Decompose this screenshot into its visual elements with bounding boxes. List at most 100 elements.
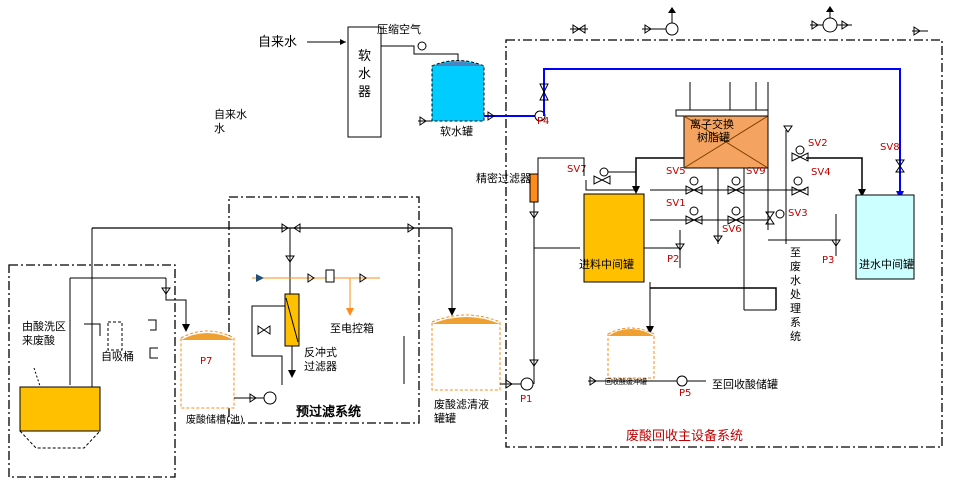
valve-icon	[713, 235, 723, 243]
tap-water-left-label-2: 水	[214, 122, 225, 135]
arrow-icon	[182, 324, 190, 332]
arrow-icon	[340, 39, 346, 45]
valve-icon	[913, 26, 921, 36]
valve-icon	[727, 185, 738, 195]
arrow-icon	[646, 326, 654, 334]
pipe	[165, 278, 187, 328]
pipe	[148, 319, 157, 331]
valve-icon	[293, 223, 301, 233]
valve-sv3	[765, 217, 775, 225]
valve-sv4	[791, 186, 802, 196]
valve-sv7-actuator	[599, 167, 609, 177]
acid-source-label-2: 来废酸	[22, 333, 55, 347]
pump-p1-icon	[520, 377, 534, 391]
valve-icon	[685, 185, 696, 195]
valve-sv8-tag: SV8	[880, 142, 900, 153]
valve-icon	[307, 273, 315, 283]
prefilter-system-title: 预过滤系统	[296, 404, 361, 420]
self-priming-tank	[107, 321, 123, 351]
valve-icon	[692, 185, 703, 195]
valve-actuator-icon	[775, 209, 785, 219]
wastewater-char-3: 水	[790, 274, 801, 287]
arrow-icon	[448, 308, 456, 316]
pump-p5-icon	[676, 375, 688, 387]
valve-sv7	[600, 175, 611, 185]
arrow-icon	[826, 6, 834, 12]
valve-sv6-tag: SV6	[722, 224, 742, 235]
valve-sv2	[798, 152, 809, 162]
wastewater-char-7: 统	[790, 330, 801, 343]
valve-icon	[359, 273, 367, 283]
valve-icon	[539, 90, 549, 101]
recovered-acid-buffer-tank	[607, 327, 655, 379]
acid-pit	[19, 386, 101, 432]
valve-sv2	[791, 152, 802, 162]
valve-icon	[419, 116, 427, 126]
buffer-tank-dome	[608, 329, 654, 336]
valve-actuator-icon	[793, 176, 803, 186]
valve-icon	[263, 325, 271, 335]
valve-icon	[831, 239, 841, 247]
backwash-filter-label-2: 过滤器	[304, 360, 337, 373]
pump-p7-tag: P7	[200, 356, 212, 367]
pipe	[84, 323, 101, 336]
pump-p1-tag: P1	[520, 394, 532, 405]
valve-actuator-icon	[689, 176, 699, 186]
pipe	[149, 347, 158, 359]
ion-exchange-label: 离子交换	[690, 117, 734, 131]
valve-icon	[257, 325, 265, 335]
valve-sv2-tag: SV2	[808, 138, 828, 149]
valve-sv3-tag: SV3	[788, 208, 808, 219]
wastewater-char-4: 处	[790, 288, 801, 301]
valve-icon	[841, 20, 849, 30]
inlet-tank-label: 进水中间罐	[859, 258, 914, 271]
valve-icon	[161, 287, 171, 295]
arrow-icon	[858, 189, 866, 197]
resin-tank-lid	[675, 109, 769, 117]
valve-actuator-icon	[689, 206, 699, 216]
pipe	[604, 171, 637, 190]
pump-p2-tag: P2	[667, 254, 679, 265]
valve-sv4-tag: SV4	[811, 167, 831, 178]
valve-icon	[727, 215, 738, 225]
waste-acid-clear-tank	[431, 314, 501, 391]
instrument-icon	[325, 269, 335, 283]
precision-filter	[529, 173, 539, 203]
soft-water-tank-label: 软水罐	[440, 124, 473, 138]
to-control-box-label: 至电控箱	[330, 321, 374, 335]
valve-icon	[685, 215, 696, 225]
soft-water-tank	[431, 60, 485, 122]
resin-cross	[683, 115, 769, 169]
valve-icon	[417, 41, 427, 51]
arrow-icon	[256, 274, 264, 282]
valve-sv3	[765, 211, 775, 219]
to-recovered-tank-label: 至回收酸储罐	[712, 377, 778, 391]
pump-p4-tag: P4	[537, 116, 549, 127]
filter-stripe	[285, 297, 299, 343]
valve-icon	[578, 24, 586, 34]
clear-tank-label-2: 罐罐	[434, 412, 456, 425]
acid-pit-bottom	[19, 430, 101, 449]
valve-icon	[407, 223, 415, 233]
softener-char-3: 器	[358, 85, 371, 100]
valve-icon	[811, 20, 819, 30]
valve-icon	[692, 215, 703, 225]
valve-actuator-icon	[731, 176, 741, 186]
main-system-boundary	[505, 39, 943, 448]
pump-p5-tag: P5	[679, 388, 691, 399]
softener-char-2: 水	[358, 67, 371, 82]
valve-icon	[572, 24, 580, 34]
soft-tank-dome	[432, 62, 484, 66]
return-pipe	[650, 287, 777, 310]
arrow-icon	[668, 7, 676, 13]
water-softener	[347, 26, 382, 138]
valve-sv9-tag: SV9	[746, 166, 766, 177]
wastewater-char-2: 废	[790, 259, 801, 273]
inlet-intermediate-tank	[855, 194, 915, 280]
softener-outlet-pipe	[381, 45, 459, 62]
valve-sv1-tag: SV1	[666, 198, 686, 209]
wastewater-char-6: 系	[790, 316, 801, 329]
valve-icon	[487, 111, 495, 121]
valve-icon	[675, 243, 685, 251]
